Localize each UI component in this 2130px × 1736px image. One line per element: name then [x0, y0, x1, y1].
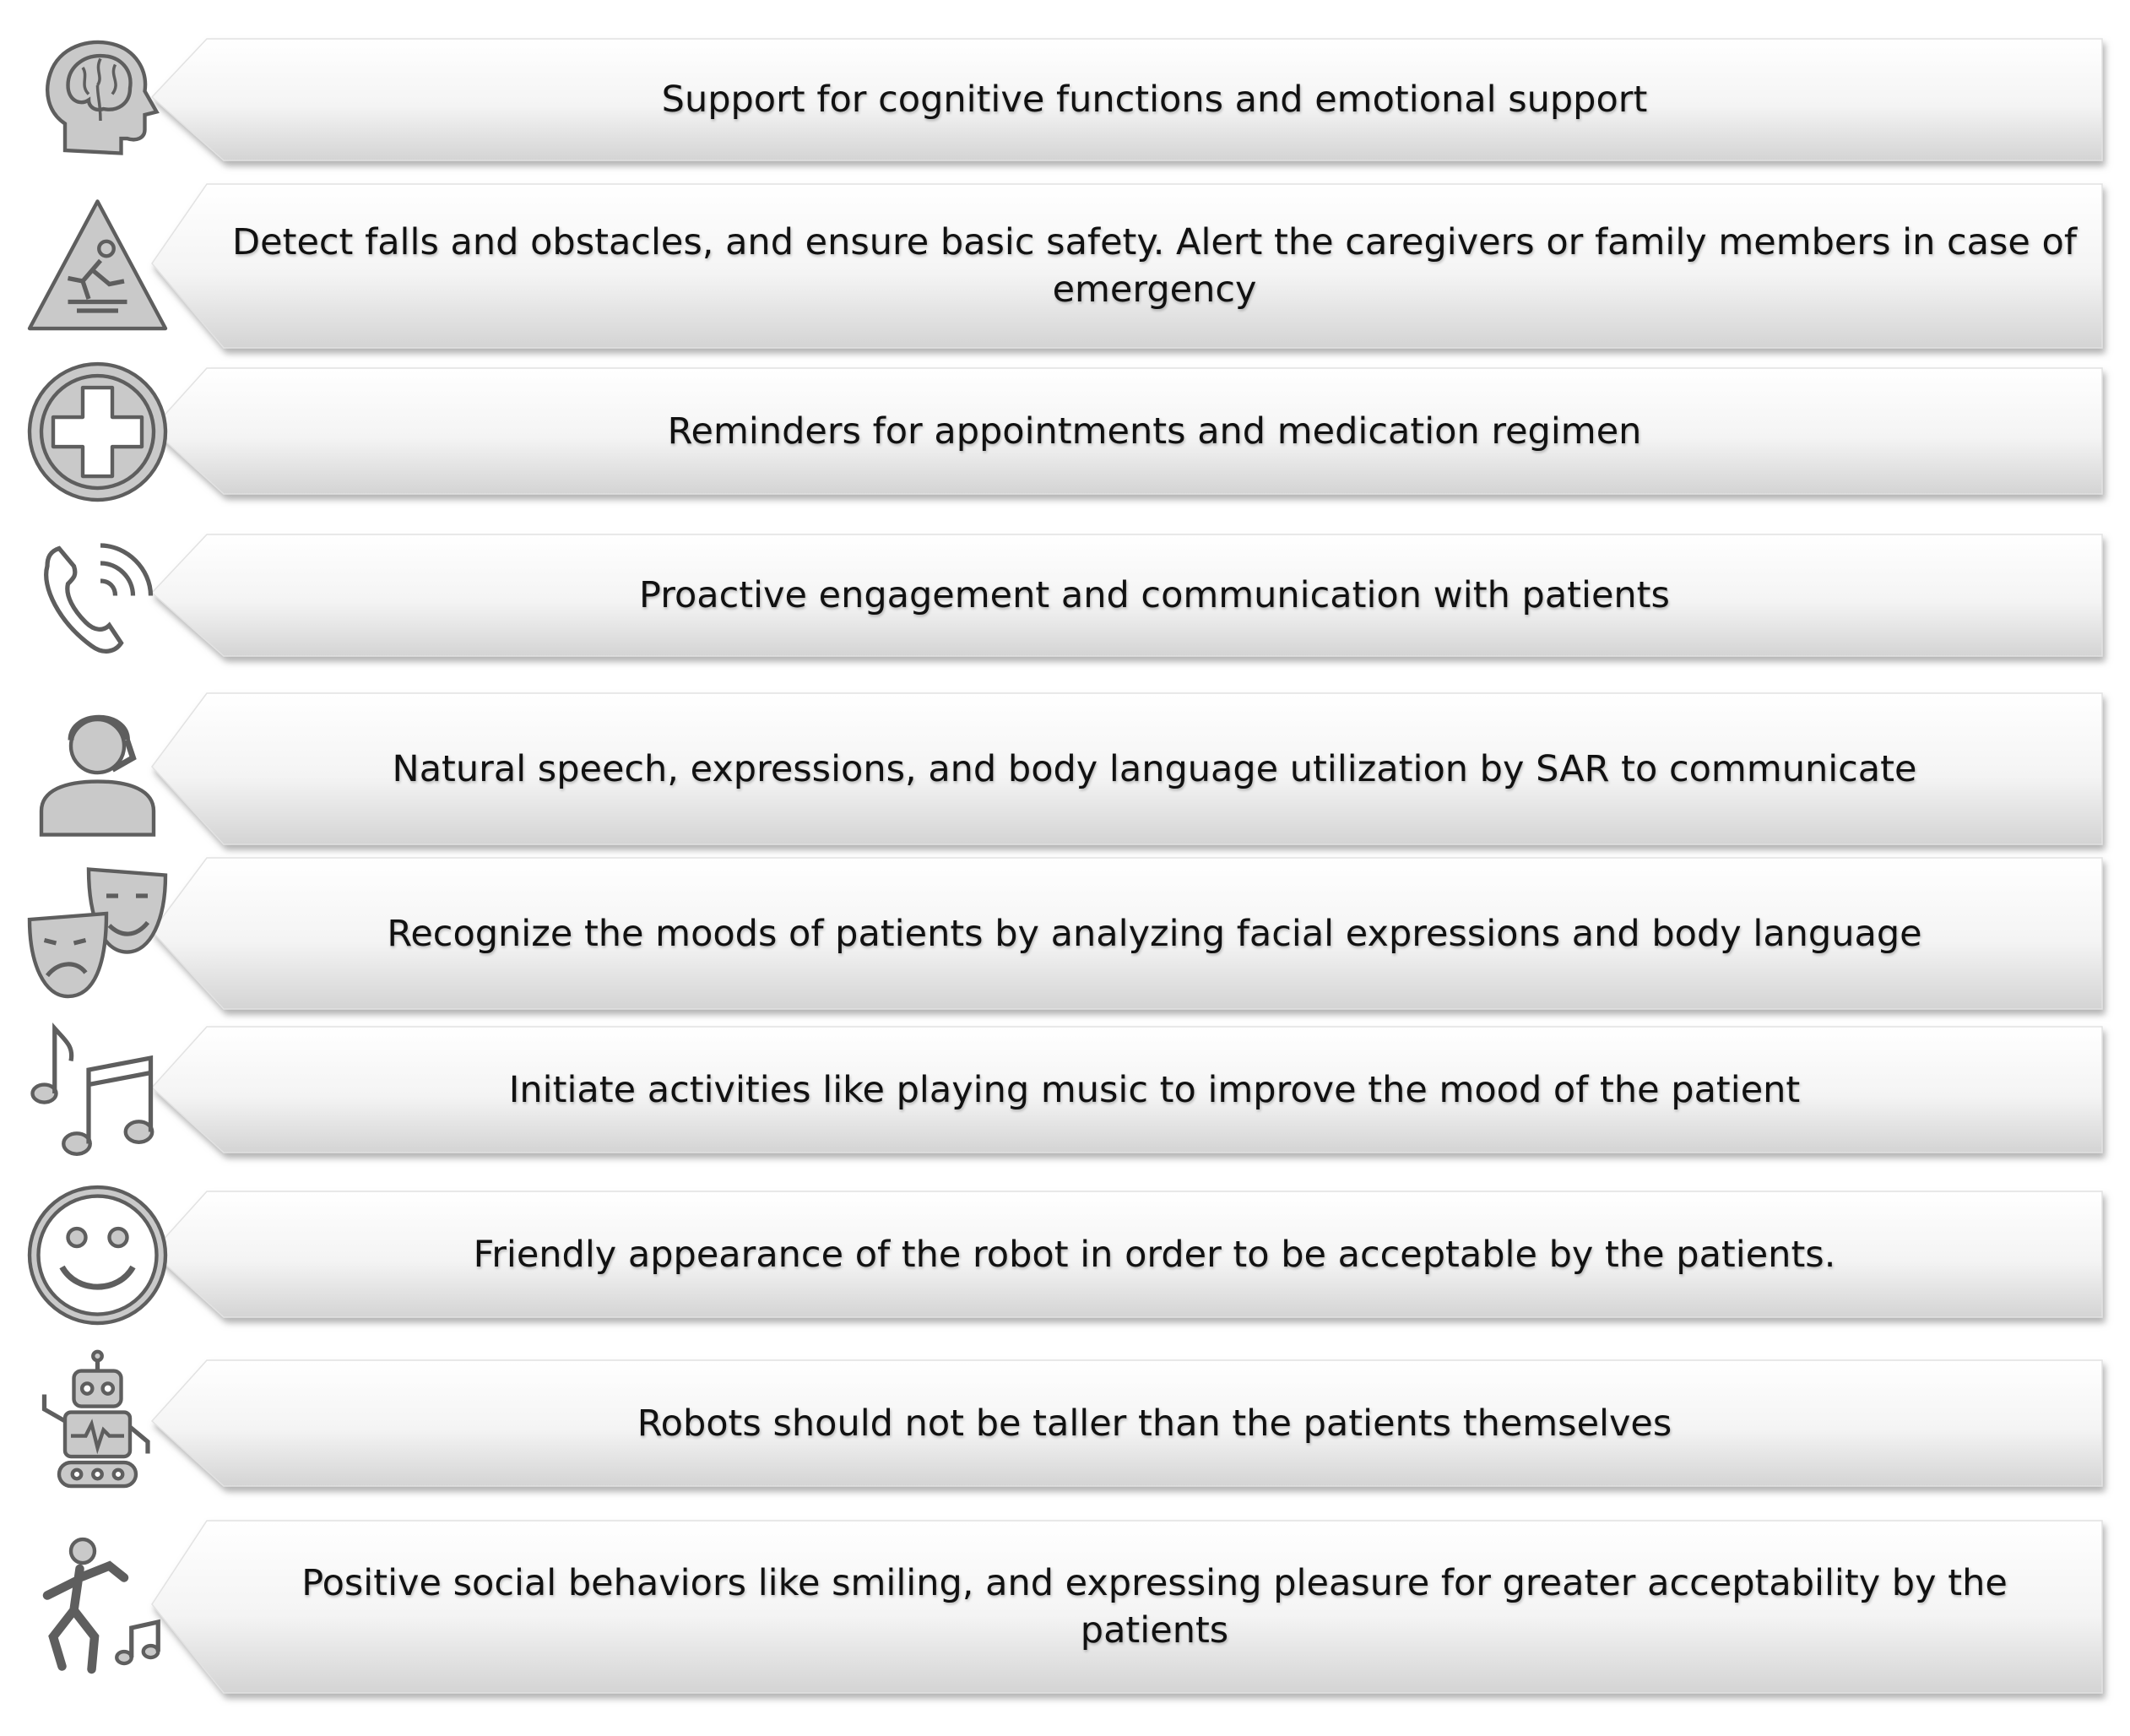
list-item: Reminders for appointments and medicatio…: [0, 361, 2130, 511]
item-text: Recognize the moods of patients by analy…: [387, 912, 1922, 955]
list-item: Initiate activities like playing music t…: [0, 1022, 2130, 1169]
robot-icon: [24, 1349, 171, 1498]
smiley-face-icon: [24, 1181, 171, 1329]
list-item: Friendly appearance of the robot in orde…: [0, 1185, 2130, 1334]
medical-cross-icon: [24, 358, 171, 506]
headset-person-icon: [24, 696, 171, 844]
item-text: Positive social behaviors like smiling, …: [301, 1562, 2008, 1652]
item-text: Friendly appearance of the robot in orde…: [473, 1233, 1836, 1276]
list-item: Proactive engagement and communication w…: [0, 529, 2130, 673]
chevron-banner: [151, 1520, 2103, 1694]
item-text: Initiate activities like playing music t…: [508, 1068, 1801, 1111]
list-item: Positive social behaviors like smiling, …: [0, 1516, 2130, 1710]
theater-masks-icon: [24, 860, 171, 1008]
item-text: Reminders for appointments and medicatio…: [667, 410, 1642, 453]
fall-warning-icon: [24, 193, 171, 340]
dancing-person-icon: [24, 1533, 171, 1681]
item-text: Robots should not be taller than the pat…: [637, 1402, 1672, 1445]
chevron-banner: [150, 1359, 2103, 1487]
chevron-banner: [150, 38, 2103, 161]
item-text: Proactive engagement and communication w…: [639, 574, 1670, 616]
chevron-banner: [150, 1026, 2103, 1153]
list-item: Natural speech, expressions, and body la…: [0, 688, 2130, 861]
list-item: Detect falls and obstacles, and ensure b…: [0, 179, 2130, 365]
item-text: Detect falls and obstacles, and ensure b…: [232, 221, 2077, 311]
chevron-banner: [151, 692, 2103, 845]
item-text: Natural speech, expressions, and body la…: [392, 747, 1917, 790]
music-notes-icon: [24, 1017, 171, 1164]
list-item: Support for cognitive functions and emot…: [0, 34, 2130, 177]
chevron-banner: [150, 534, 2103, 657]
list-item: Robots should not be taller than the pat…: [0, 1349, 2130, 1503]
list-item: Recognize the moods of patients by analy…: [0, 853, 2130, 1026]
chevron-banner: [151, 183, 2103, 349]
brain-head-icon: [24, 26, 171, 174]
item-text: Support for cognitive functions and emot…: [661, 79, 1648, 121]
phone-call-icon: [24, 522, 171, 670]
